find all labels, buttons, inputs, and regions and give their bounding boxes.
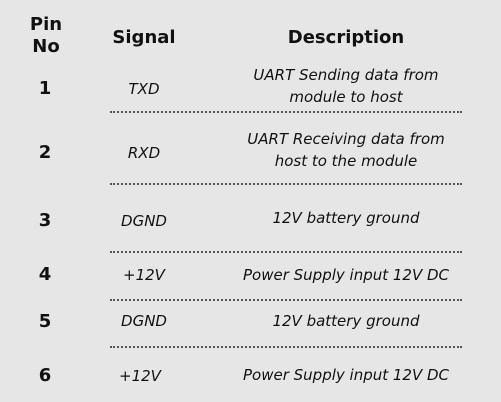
row-separator: [110, 299, 462, 301]
header-signal: Signal: [112, 27, 176, 48]
row-6-signal: +12V: [119, 367, 161, 385]
row-5-pin: 5: [38, 311, 52, 332]
header-description: Description: [287, 27, 405, 48]
row-separator: [110, 183, 462, 185]
row-5-signal: DGND: [121, 312, 167, 330]
row-4-description: Power Supply input 12V DC: [242, 266, 450, 284]
row-5-description: 12V battery ground: [272, 312, 420, 330]
row-4-signal: +12V: [123, 266, 165, 284]
header-pin-no: Pin No: [29, 14, 63, 57]
row-3-signal: DGND: [121, 212, 167, 230]
row-6-pin: 6: [38, 365, 52, 386]
row-2-pin: 2: [38, 142, 52, 163]
row-separator: [110, 346, 462, 348]
row-2-description: UART Receiving data from host to the mod…: [247, 130, 445, 170]
row-6-description: Power Supply input 12V DC: [242, 366, 450, 384]
row-2-signal: RXD: [127, 144, 161, 162]
row-separator: [110, 251, 462, 253]
row-separator: [110, 111, 462, 113]
row-3-pin: 3: [38, 210, 52, 231]
row-4-pin: 4: [38, 264, 52, 285]
row-1-signal: TXD: [128, 80, 160, 98]
row-1-description: UART Sending data from module to host: [253, 66, 439, 106]
row-3-description: 12V battery ground: [272, 209, 420, 227]
row-1-pin: 1: [38, 78, 52, 99]
